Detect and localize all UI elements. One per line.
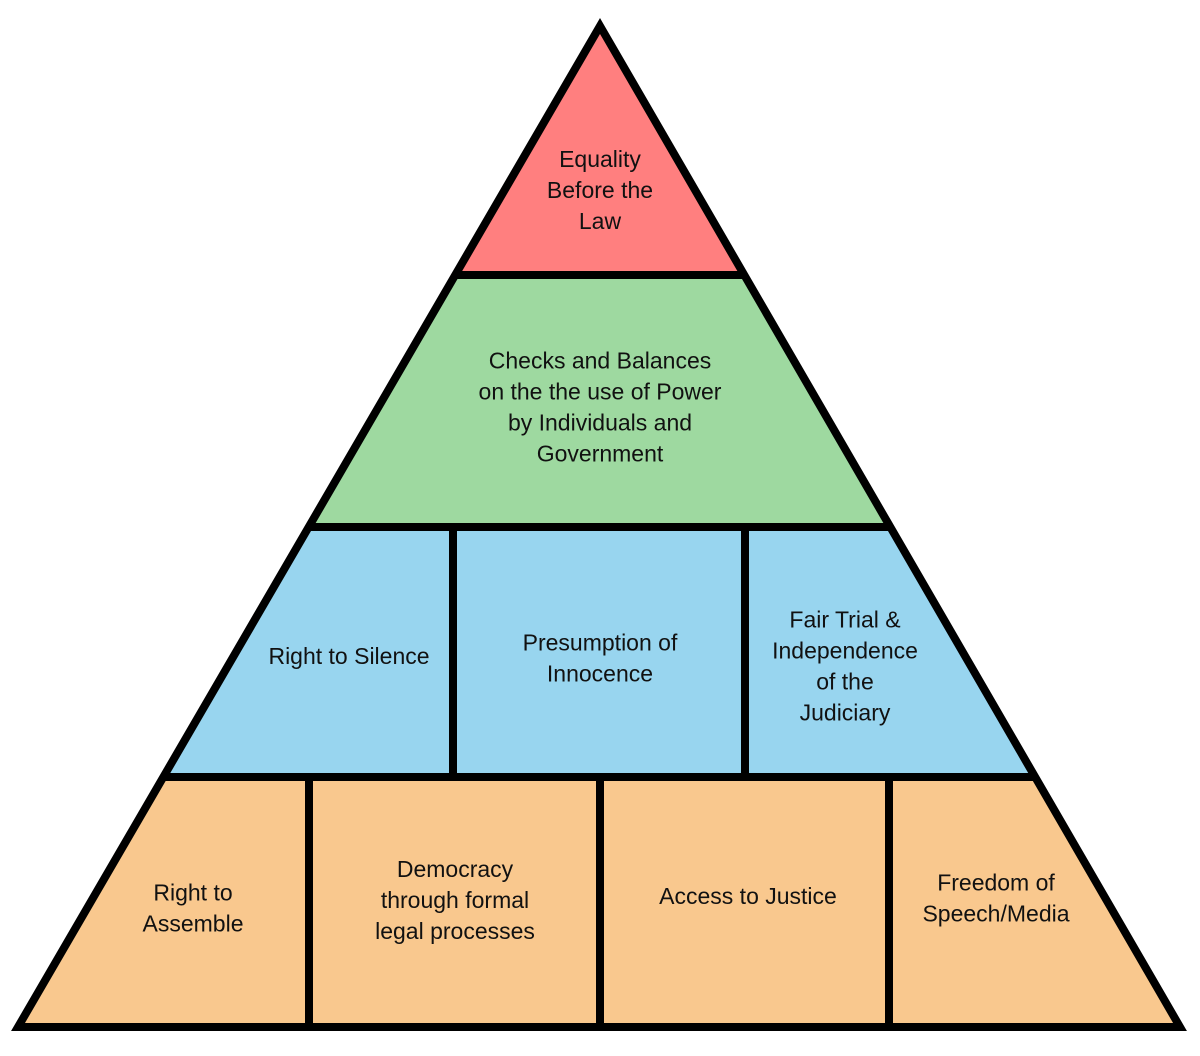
democracy-legal-processes-line: Democracy <box>397 856 514 882</box>
equality-before-law-line: Equality <box>559 146 641 172</box>
level-third-band <box>163 527 1036 777</box>
freedom-of-speech-line: Freedom of <box>937 870 1055 896</box>
fair-trial-line: Independence <box>772 638 918 664</box>
level-second-band <box>308 275 891 527</box>
level-top-band <box>455 26 745 275</box>
right-to-assemble-line: Assemble <box>143 911 244 937</box>
access-to-justice-line: Access to Justice <box>659 883 837 909</box>
freedom-of-speech-label: Freedom of Speech/Media <box>922 870 1069 927</box>
fair-trial-line: Judiciary <box>800 700 891 726</box>
right-to-assemble-line: Right to <box>153 880 232 906</box>
fair-trial-line: Fair Trial & <box>789 607 900 633</box>
fair-trial-line: of the <box>816 669 874 695</box>
democracy-legal-processes-line: through formal <box>381 887 529 913</box>
access-to-justice-label: Access to Justice <box>659 883 837 909</box>
presumption-of-innocence-label: Presumption of Innocence <box>523 630 678 687</box>
democracy-legal-processes-label: Democracy through formal legal processes <box>375 856 535 944</box>
freedom-of-speech-line: Speech/Media <box>922 901 1069 927</box>
right-to-silence-label: Right to Silence <box>268 643 429 669</box>
right-to-silence-line: Right to Silence <box>268 643 429 669</box>
checks-and-balances-line: by Individuals and <box>508 410 692 436</box>
presumption-of-innocence-line: Presumption of <box>523 630 678 656</box>
democracy-legal-processes-line: legal processes <box>375 918 535 944</box>
right-to-assemble-label: Right to Assemble <box>143 880 244 937</box>
presumption-of-innocence-line: Innocence <box>547 661 653 687</box>
equality-before-law-line: Before the <box>547 177 653 203</box>
checks-and-balances-line: Government <box>537 441 664 467</box>
checks-and-balances-line: Checks and Balances <box>489 348 711 374</box>
checks-and-balances-label: Checks and Balances on the the use of Pow… <box>479 348 722 467</box>
checks-and-balances-line: on the the use of Power <box>479 379 722 405</box>
equality-before-law-line: Law <box>579 208 622 234</box>
pyramid-outlines <box>11 18 1187 1031</box>
